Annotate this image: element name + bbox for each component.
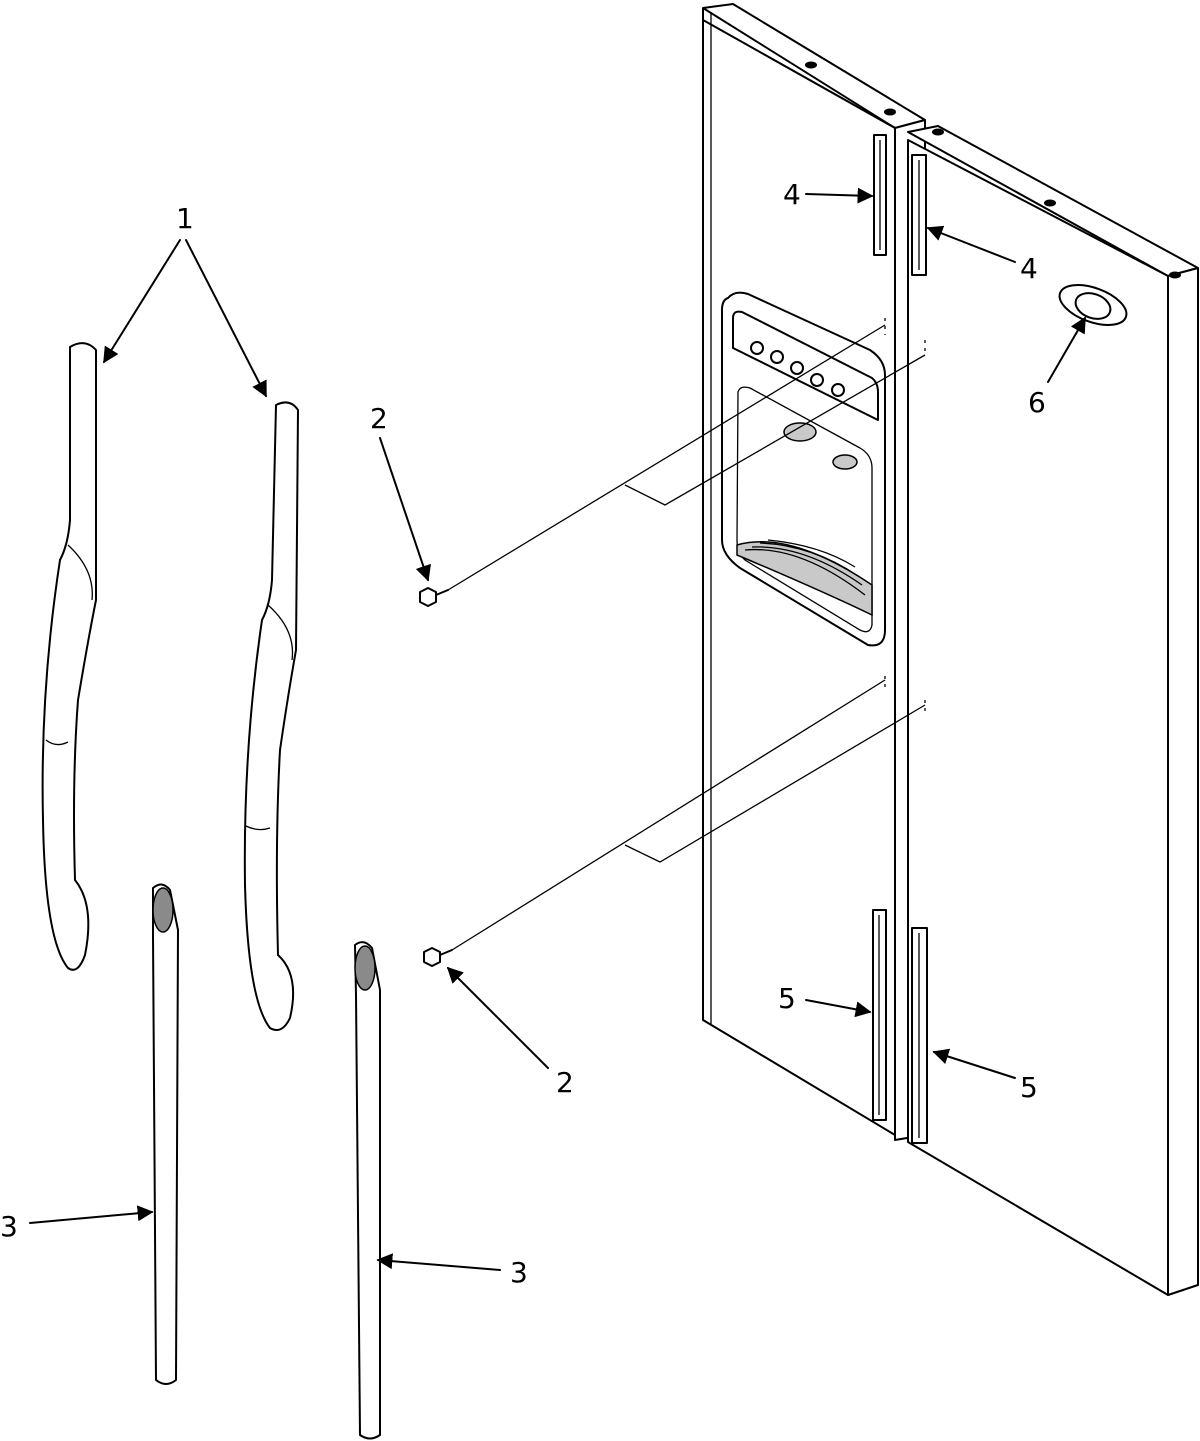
door-handle-right — [243, 401, 299, 1031]
screw-upper — [419, 587, 449, 607]
callout-6: 6 — [1028, 386, 1046, 419]
ice-water-dispenser — [721, 291, 886, 647]
callout-3-left: 3 — [0, 1210, 18, 1243]
callout-4-left: 4 — [783, 178, 801, 211]
assembly-lines — [447, 318, 926, 951]
callout-1: 1 — [176, 202, 194, 235]
callout-3-right: 3 — [510, 1256, 528, 1289]
callout-2-lower: 2 — [556, 1066, 574, 1099]
trim-clip-top-right — [911, 154, 927, 276]
callout-4-right: 4 — [1020, 252, 1038, 285]
door-handle-left — [41, 342, 97, 971]
trim-clip-bottom-left — [872, 909, 887, 1121]
fresh-food-door — [907, 125, 1199, 1296]
brand-badge — [1058, 284, 1128, 326]
handle-trim-right — [354, 941, 381, 1440]
callout-5-right: 5 — [1020, 1071, 1038, 1104]
handle-trim-left — [152, 883, 179, 1385]
callout-2-upper: 2 — [370, 402, 388, 435]
trim-clip-top-left — [873, 134, 887, 256]
callout-5-left: 5 — [778, 982, 796, 1015]
callout-arrows — [29, 187, 1086, 1271]
trim-clip-bottom-right — [911, 927, 928, 1144]
screw-lower — [423, 947, 453, 967]
